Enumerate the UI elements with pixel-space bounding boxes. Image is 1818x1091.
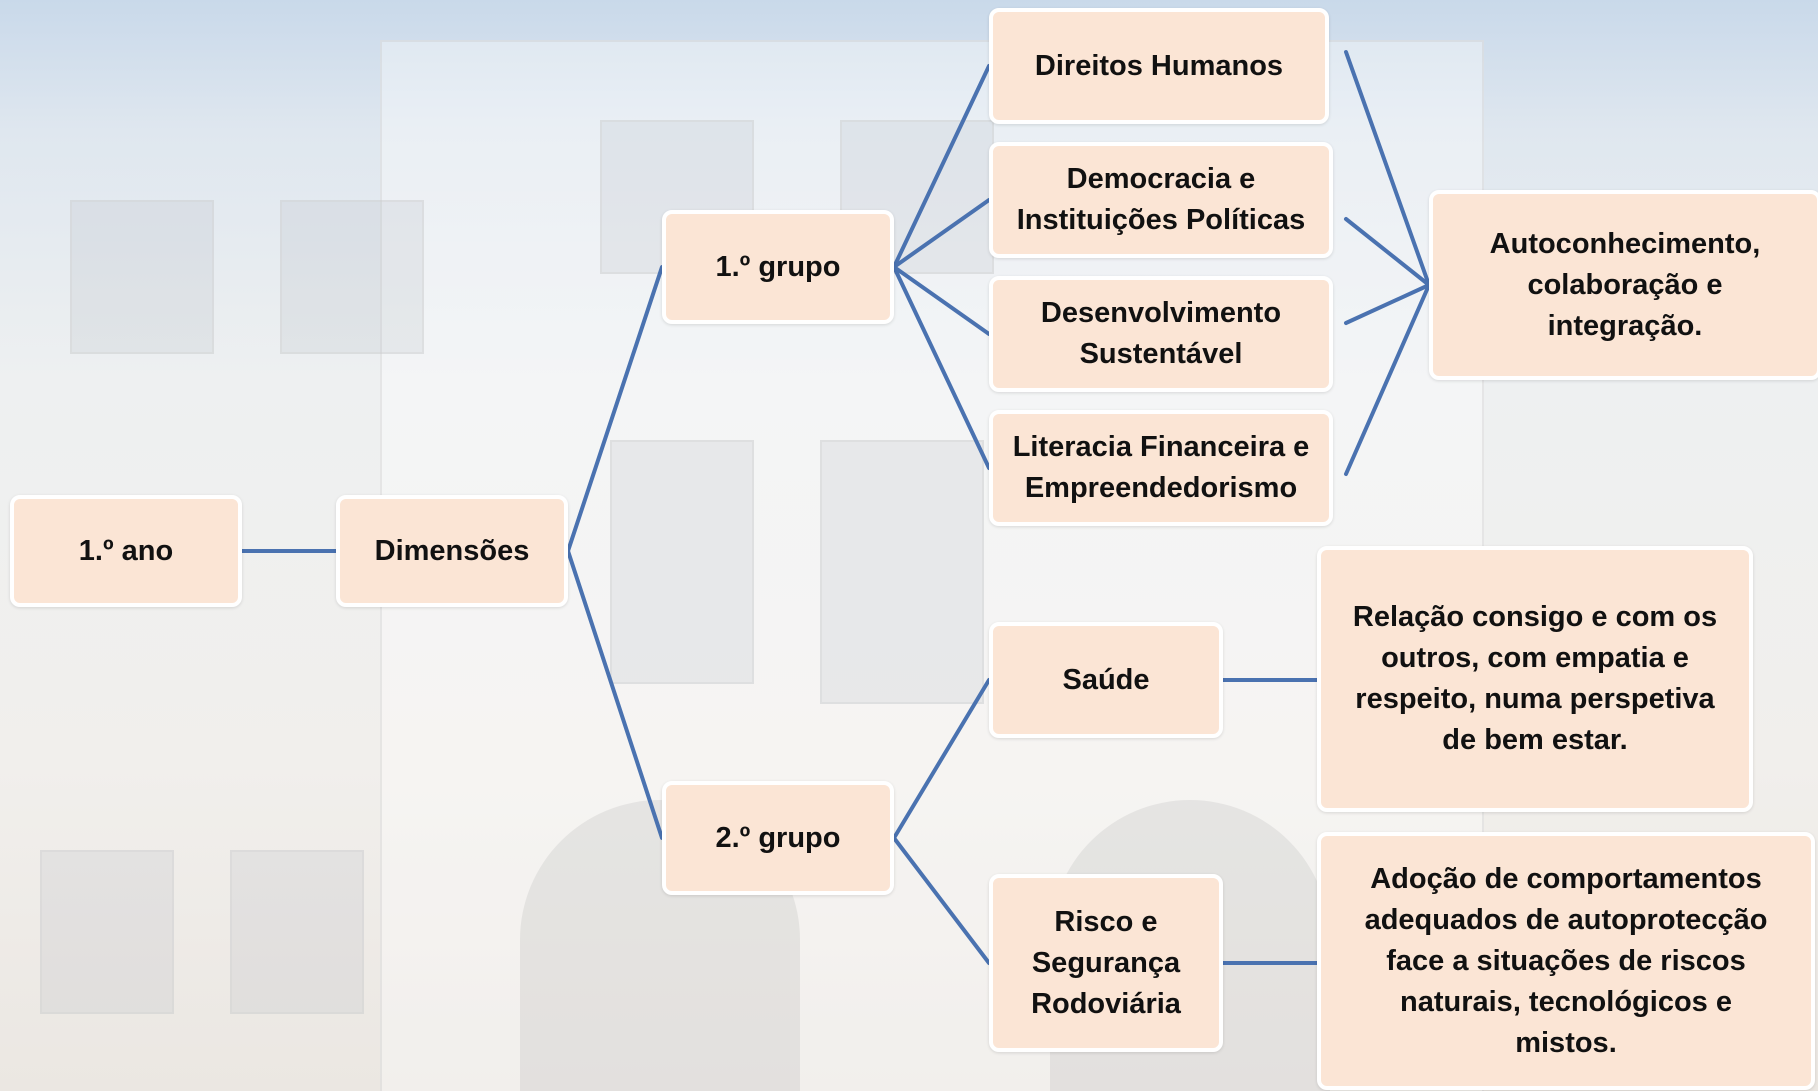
- node-label-line: Relação consigo e com os: [1352, 601, 1718, 633]
- node-label-line: outros, com empatia e: [1381, 642, 1689, 674]
- node-label-line: Saúde: [1062, 663, 1150, 696]
- node-relacao-consigo: Relação consigo e com os outros, com emp…: [1317, 546, 1753, 812]
- node-label-line: Autoconhecimento,: [1489, 227, 1761, 260]
- node-label-line: naturais, tecnológicos e: [1400, 985, 1732, 1018]
- link-grupo1-democracia: [892, 198, 991, 269]
- node-label-line: Literacia Financeira e: [1012, 431, 1310, 463]
- link-grupo1-direitos: [892, 64, 991, 269]
- node-adocao-comportamentos: Adoção de comportamentos adequados de au…: [1317, 832, 1815, 1090]
- building-window: [70, 200, 214, 354]
- node-label-line: respeito, numa perspetiva: [1355, 683, 1715, 715]
- node-1-ano: 1.º ano: [10, 495, 242, 607]
- node-saude: Saúde: [989, 622, 1223, 738]
- building-window: [610, 440, 754, 684]
- node-label-line: Rodoviária: [1031, 987, 1181, 1020]
- building-window: [40, 850, 174, 1014]
- node-label-line: Direitos Humanos: [1034, 49, 1284, 82]
- link-grupo2-saude: [892, 678, 991, 840]
- node-literacia-financeira: Literacia Financeira e Empreendedorismo: [989, 410, 1333, 526]
- node-dimensoes: Dimensões: [336, 495, 568, 607]
- node-label: Dimensões: [374, 534, 530, 567]
- node-label-line: integração.: [1547, 309, 1703, 342]
- node-label-line: Desenvolvimento: [1040, 297, 1282, 329]
- node-label-line: Instituições Políticas: [1016, 204, 1306, 236]
- node-label-line: Adoção de comportamentos: [1370, 862, 1762, 895]
- node-direitos-humanos: Direitos Humanos: [989, 8, 1329, 124]
- node-label: 2.º grupo: [715, 821, 841, 854]
- node-label-line: Risco e: [1054, 905, 1158, 938]
- link-literacia-autoconhecimento: [1344, 283, 1431, 476]
- node-label-line: mistos.: [1515, 1026, 1617, 1059]
- node-label-line: Empreendedorismo: [1024, 472, 1298, 504]
- node-autoconhecimento: Autoconhecimento, colaboração e integraç…: [1429, 190, 1818, 380]
- node-label-line: face a situações de riscos: [1386, 944, 1746, 977]
- building-window: [820, 440, 984, 704]
- node-2-grupo: 2.º grupo: [662, 781, 894, 895]
- node-label-line: Democracia e: [1066, 163, 1256, 195]
- node-1-grupo: 1.º grupo: [662, 210, 894, 324]
- node-risco-seguranca-rodoviaria: Risco e Segurança Rodoviária: [989, 874, 1223, 1052]
- node-democracia: Democracia e Instituições Políticas: [989, 142, 1333, 258]
- node-label-line: adequados de autoprotecção: [1364, 903, 1768, 936]
- node-desenvolvimento-sustentavel: Desenvolvimento Sustentável: [989, 276, 1333, 392]
- link-grupo1-desenvolvimento: [892, 265, 991, 336]
- node-label-line: Segurança: [1031, 946, 1181, 979]
- link-dimensoes-grupo1: [566, 265, 664, 553]
- link-dimensoes-grupo2: [566, 549, 664, 840]
- node-label-line: de bem estar.: [1442, 724, 1628, 756]
- building-window: [230, 850, 364, 1014]
- node-label-line: colaboração e: [1527, 268, 1723, 301]
- link-grupo2-risco: [892, 836, 991, 965]
- building-window: [280, 200, 424, 354]
- link-grupo1-literacia: [892, 265, 991, 470]
- node-label-line: Sustentável: [1079, 338, 1243, 370]
- node-label: 1.º ano: [78, 534, 174, 567]
- link-desenvolvimento-autoconhecimento: [1344, 283, 1431, 325]
- link-democracia-autoconhecimento: [1344, 217, 1431, 287]
- link-direitos-autoconhecimento: [1344, 50, 1431, 287]
- node-label: 1.º grupo: [715, 250, 841, 283]
